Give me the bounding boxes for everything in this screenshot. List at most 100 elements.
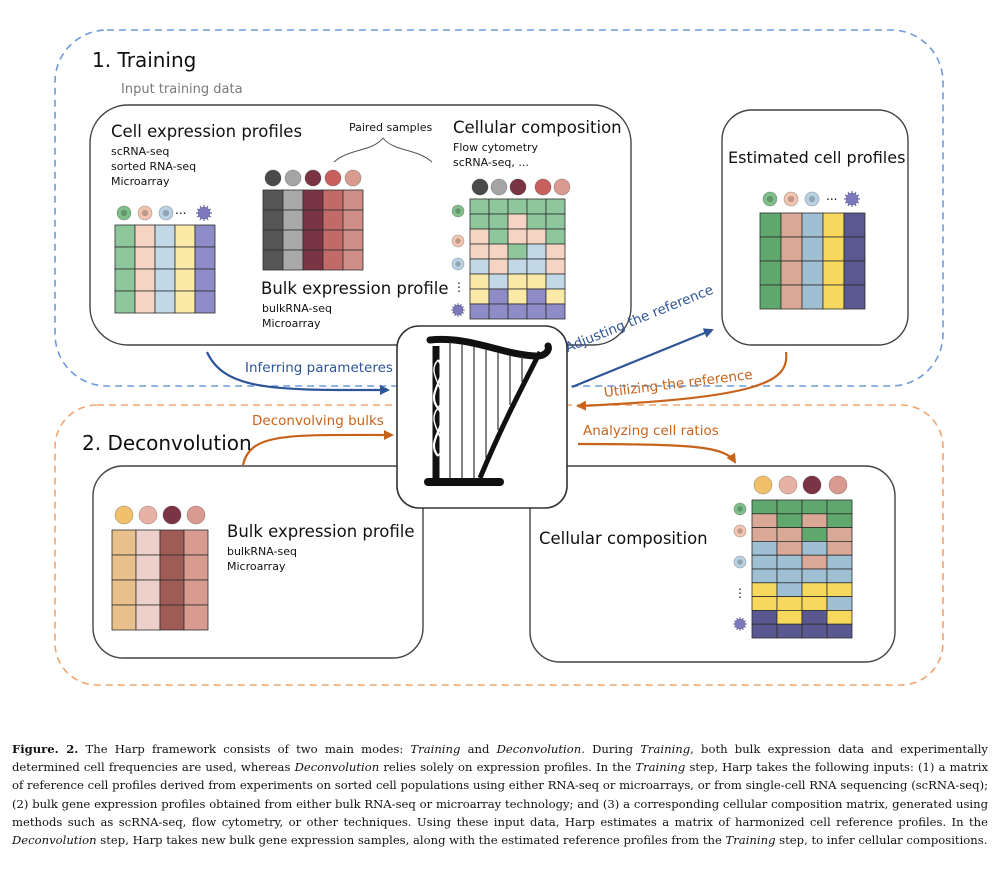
matrix-cell [801, 499, 828, 515]
caption-segment: , both bulk expression data and experime… [12, 742, 988, 775]
star-cell-icon [195, 204, 213, 222]
matrix-cell [174, 224, 196, 248]
estimated-profiles-title: Estimated cell profiles [728, 148, 906, 167]
bulk-profile-method: bulkRNA-seq [262, 302, 332, 315]
matrix-cell [780, 236, 803, 262]
matrix-cell [801, 284, 824, 310]
training-region [54, 29, 944, 387]
analyzing-arrow [577, 442, 737, 464]
caption-segment: relies solely on expression profiles. In… [379, 760, 636, 775]
matrix-cell [302, 229, 324, 251]
cell-icons-layer [114, 169, 861, 631]
composition-method: Flow cytometry [453, 141, 539, 154]
matrix-cell [134, 224, 156, 248]
analyzing-label: Analyzing cell ratios [583, 423, 719, 439]
caption-segment: Deconvolution [496, 742, 582, 756]
matrix-cell [751, 541, 778, 556]
matrix-cell [776, 596, 803, 611]
matrix-cell [469, 198, 490, 215]
caption-segment: Deconvolution [12, 833, 97, 848]
matrix-cell [114, 268, 136, 292]
paired-samples-brace [333, 137, 433, 163]
matrix-cell [183, 529, 209, 556]
star-cell-icon [843, 190, 861, 208]
matrix-cell [801, 568, 828, 584]
matrix-cell [526, 288, 547, 305]
matrix-cell [174, 268, 196, 292]
bulk-cell-icon [284, 169, 302, 187]
bulk-cell-icon [753, 475, 773, 495]
matrix-cell [780, 260, 803, 286]
matrix-cell [843, 212, 866, 238]
matrix-cell [801, 582, 828, 597]
caption-segment: Training [410, 742, 461, 756]
matrix-cell [469, 258, 490, 275]
matrix-cell [822, 260, 845, 286]
matrix-cell [183, 604, 209, 631]
green-cell-icon [733, 502, 747, 516]
matrix-cell [801, 212, 824, 238]
matrix-cell [488, 273, 509, 290]
matrix-cell [488, 288, 509, 305]
deconv-bulk-method: bulkRNA-seq [227, 545, 297, 558]
matrix-cell [135, 554, 161, 581]
matrix-cell [342, 209, 364, 231]
matrix-cell [262, 189, 284, 211]
green-cell-icon [451, 204, 465, 218]
inferring-label: Inferring parameteres [245, 360, 393, 376]
matrix-cell [751, 582, 778, 597]
matrix-cell [488, 258, 509, 275]
bulk-cell-icon [304, 169, 322, 187]
matrix-cell [751, 568, 778, 584]
matrix-cell [134, 246, 156, 270]
harp-framework-figure: 1. Training Input training data Cell exp… [54, 29, 944, 686]
bulk-cell-icon [802, 475, 822, 495]
matrix-cell [302, 249, 324, 271]
matrix-cell [488, 198, 509, 215]
matrix-cell [507, 213, 528, 230]
matrix-cell [826, 623, 853, 639]
matrix-cell [469, 303, 490, 320]
matrix-cell [545, 213, 566, 230]
matrix-cell [507, 228, 528, 245]
deconv-bulk-matrix [111, 529, 209, 631]
matrix-cell [826, 596, 853, 611]
blue-cell-icon [451, 257, 465, 271]
caption-segment: The Harp framework consists of two main … [78, 742, 411, 756]
matrix-cell [262, 209, 284, 231]
caption-segment: step, Harp takes new bulk gene expressio… [96, 833, 726, 848]
blue-cell-icon [158, 205, 174, 221]
matrix-cell [826, 499, 853, 515]
cellular-composition-title: Cellular composition [453, 118, 622, 137]
matrix-cell [134, 290, 156, 314]
matrix-cell [282, 249, 304, 271]
green-cell-icon [116, 205, 132, 221]
matrix-cell [759, 260, 782, 286]
star-cell-icon [733, 617, 747, 631]
bulk-cell-icon [490, 178, 508, 196]
deconvolution-title: 2. Deconvolution [82, 431, 252, 455]
bulk-cell-icon [828, 475, 848, 495]
matrix-cell [135, 529, 161, 556]
cell-profiles-method: scRNA-seq [111, 145, 170, 158]
caption-segment: Training [635, 760, 686, 775]
bulk-cell-icon [534, 178, 552, 196]
matrix-cell [111, 604, 137, 631]
matrix-cell [154, 246, 176, 270]
ellipsis-label: ... [175, 203, 187, 217]
matrix-cell [488, 303, 509, 320]
peach-cell-icon [783, 191, 799, 207]
matrix-cell [469, 228, 490, 245]
matrix-cell [776, 568, 803, 584]
matrix-cell [545, 243, 566, 260]
star-cell-icon [451, 303, 465, 317]
matrix-cell [826, 554, 853, 570]
matrix-cell [822, 212, 845, 238]
matrix-cell [526, 213, 547, 230]
bulk-cell-icon [138, 505, 158, 525]
matrix-cell [801, 554, 828, 570]
matrix-cell [469, 213, 490, 230]
matrix-cell [194, 290, 216, 314]
matrix-cell [545, 228, 566, 245]
deconv-bulk-title: Bulk expression profile [227, 522, 415, 541]
